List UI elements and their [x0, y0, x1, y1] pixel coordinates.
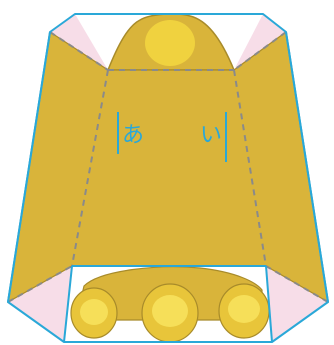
label-right: い: [200, 123, 222, 148]
label-left-group: あ: [117, 112, 144, 154]
pink-face-bottom-right: [266, 266, 328, 342]
top-bulb-highlight: [145, 20, 195, 66]
fold-lines: [7, 31, 329, 303]
pink-face-top-left: [50, 14, 108, 70]
label-left: あ: [122, 123, 144, 148]
label-right-group: い: [200, 112, 227, 162]
pink-face-top-right: [234, 14, 286, 70]
pink-face-bottom-left: [8, 266, 72, 342]
bottom-bulbs: [70, 266, 270, 343]
central-panel: [7, 30, 329, 304]
cyan-outline: [7, 13, 329, 343]
